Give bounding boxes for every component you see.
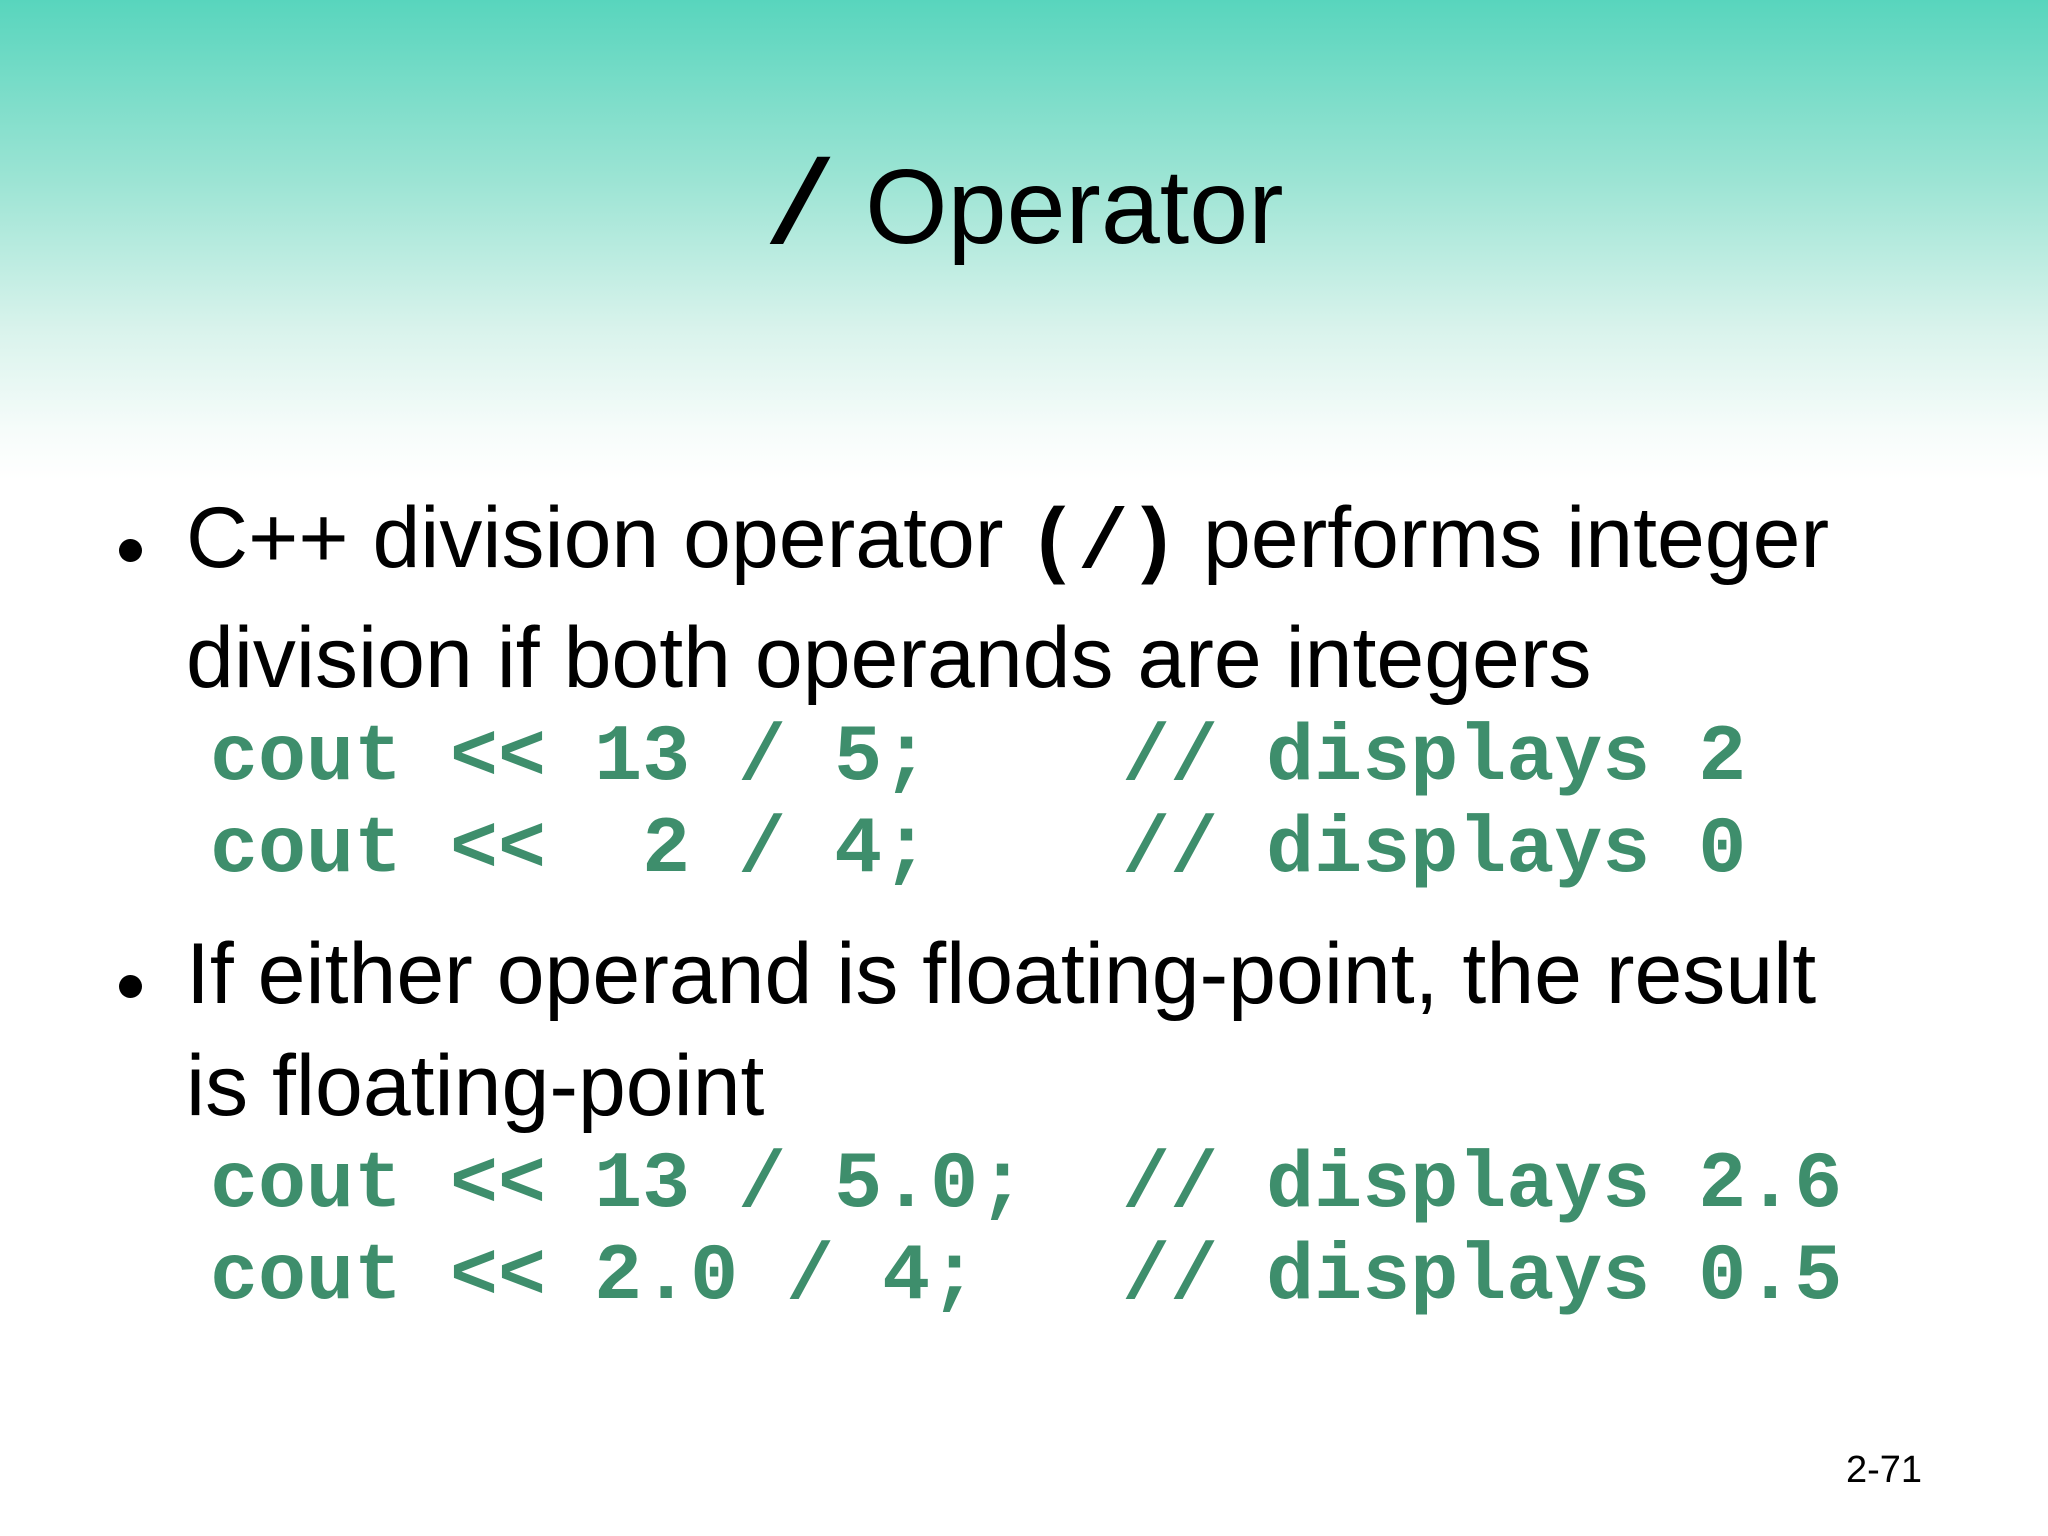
division-operator-symbol: / bbox=[764, 144, 836, 279]
bullet-line: C++ division operator (/) performs integ… bbox=[186, 482, 1997, 602]
bullet-line: If either operand is floating-point, the… bbox=[186, 918, 1997, 1030]
code-block-integer-division: cout << 13 / 5; // displays 2 cout << 2 … bbox=[210, 713, 1746, 897]
page-title: / Operator bbox=[0, 142, 2048, 277]
bullet-segment: performs integer bbox=[1179, 490, 1830, 586]
bullet-segment: C++ division operator bbox=[186, 490, 1028, 586]
inline-code-slash: (/) bbox=[1027, 498, 1180, 593]
bullet-item-floating-point: If either operand is floating-point, the… bbox=[117, 918, 1997, 1142]
bullet-segment: If either operand is floating-point, the… bbox=[186, 926, 1817, 1022]
bullet-marker bbox=[119, 539, 142, 562]
code-block-floating-point: cout << 13 / 5.0; // displays 2.6 cout <… bbox=[210, 1140, 1842, 1324]
code-line: cout << 2.0 / 4; // displays 0.5 bbox=[210, 1232, 1843, 1323]
bullet-marker bbox=[119, 975, 142, 998]
bullet-line: division if both operands are integers bbox=[186, 602, 1997, 714]
bullet-text: If either operand is floating-point, the… bbox=[186, 918, 1997, 1142]
bullet-segment: division if both operands are integers bbox=[186, 610, 1592, 706]
code-line: cout << 2 / 4; // displays 0 bbox=[210, 805, 1747, 896]
bullet-segment: is floating-point bbox=[186, 1038, 765, 1134]
code-line: cout << 13 / 5; // displays 2 bbox=[210, 713, 1747, 804]
page-title-text: Operator bbox=[835, 148, 1284, 266]
bullet-text: C++ division operator (/) performs integ… bbox=[186, 482, 1997, 714]
bullet-item-integer-division: C++ division operator (/) performs integ… bbox=[117, 482, 1997, 714]
bullet-line: is floating-point bbox=[186, 1030, 1997, 1142]
code-line: cout << 13 / 5.0; // displays 2.6 bbox=[210, 1140, 1843, 1231]
page-number: 2-71 bbox=[1845, 1449, 1922, 1491]
